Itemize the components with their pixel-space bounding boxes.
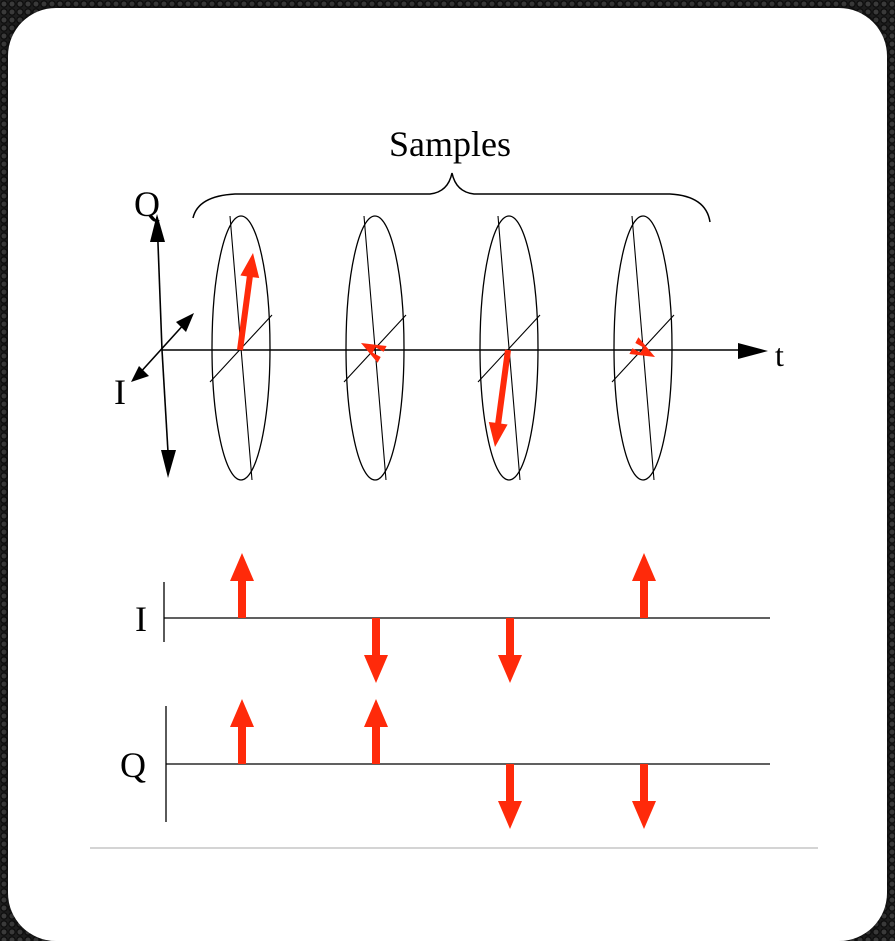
t-axis-label: t <box>775 337 784 373</box>
phasor-arrow-1 <box>237 253 260 351</box>
sample-ellipse-2 <box>343 215 407 481</box>
q-plot <box>165 706 770 822</box>
q-axis-down <box>161 349 169 453</box>
i-plot <box>163 582 770 642</box>
i-axis-in-ellipse <box>343 314 407 383</box>
i-plot-label: I <box>135 599 147 639</box>
phasor-arrow-2 <box>361 343 387 363</box>
sample-ellipse-1 <box>209 215 273 481</box>
i-plot-arrow-1 <box>230 553 254 618</box>
i-axis-in-ellipse <box>477 314 541 383</box>
samples-title: Samples <box>389 124 511 164</box>
sample-ellipses <box>209 215 675 481</box>
q-axis-label: Q <box>134 184 160 224</box>
i-plot-arrow-4 <box>632 553 656 618</box>
q-plot-arrow-2 <box>364 699 388 764</box>
q-plot-arrow-4 <box>632 764 656 829</box>
samples-brace <box>192 172 711 223</box>
q-plot-arrow-1 <box>230 699 254 764</box>
phasor-arrow-3 <box>488 349 511 447</box>
i-axis-label: I <box>114 372 126 412</box>
slide-card <box>8 8 887 941</box>
sample-ellipse-3 <box>477 215 541 481</box>
i-plot-arrow-2 <box>364 618 388 683</box>
i-plot-arrows <box>230 553 656 683</box>
sample-ellipse-4 <box>611 215 675 481</box>
q-plot-arrows <box>230 699 656 829</box>
i-plot-arrow-3 <box>498 618 522 683</box>
i-axis <box>137 321 187 376</box>
q-plot-arrow-3 <box>498 764 522 829</box>
q-plot-label: Q <box>120 745 146 785</box>
phasor-arrow-4 <box>629 337 655 357</box>
